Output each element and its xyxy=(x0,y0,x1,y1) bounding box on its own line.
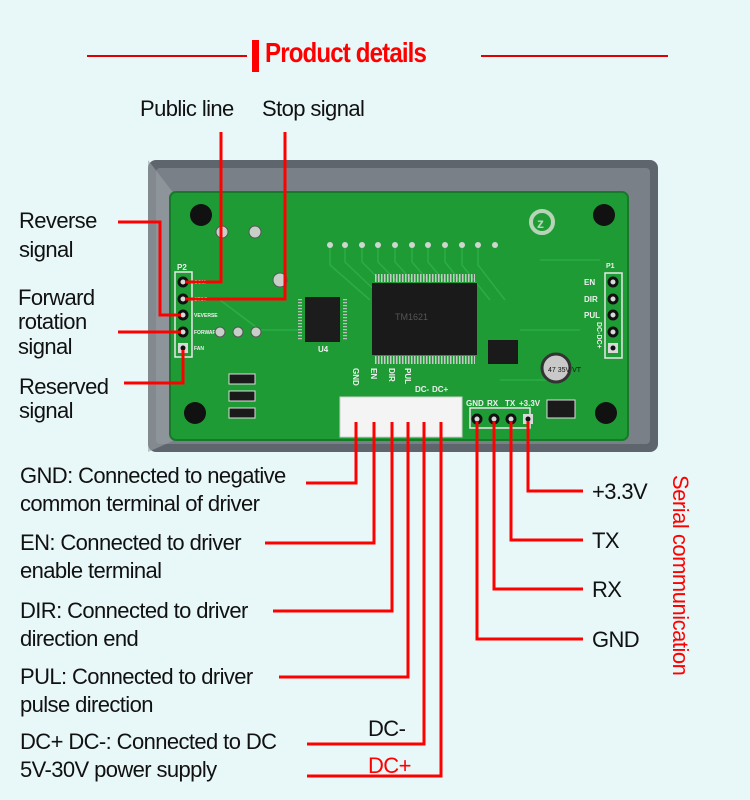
diode-d1 xyxy=(546,399,576,419)
label-gnd-2: common terminal of driver xyxy=(20,491,260,516)
mounting-hole xyxy=(190,204,212,226)
label-serial-3v3: +3.3V xyxy=(592,479,648,504)
label-forward-2: rotation xyxy=(18,309,87,334)
p1-pin-label: EN xyxy=(584,278,595,287)
label-serial-rx: RX xyxy=(592,577,622,602)
u4-label: U4 xyxy=(318,345,329,354)
label-stop-signal: Stop signal xyxy=(262,96,365,121)
label-forward-1: Forward xyxy=(18,285,95,310)
label-reverse-2: signal xyxy=(19,237,73,262)
diode-d4 xyxy=(228,390,256,402)
diode-d5 xyxy=(228,407,256,419)
leader-gnd xyxy=(306,422,358,485)
serial-header-pin-label: RX xyxy=(487,399,499,408)
leader-rx xyxy=(492,421,583,591)
leader-public-line xyxy=(185,132,223,284)
u4-chip xyxy=(305,297,340,342)
svg-text:z: z xyxy=(537,215,544,231)
connector-pin-label: DC+ xyxy=(432,385,449,394)
serial-header-pin-label: TX xyxy=(505,399,516,408)
p1-pin-label: DC-DC+ xyxy=(595,322,602,349)
label-dc-minus: DC- xyxy=(368,716,406,741)
label-gnd-1: GND: Connected to negative xyxy=(20,463,286,488)
serial-header-pin-label: GND xyxy=(466,399,484,408)
main-chip xyxy=(372,283,477,355)
label-reserved-2: signal xyxy=(19,398,73,423)
label-dir-1: DIR: Connected to driver xyxy=(20,598,248,623)
diode-d3 xyxy=(228,373,256,385)
p2-pin-label: FORWARD xyxy=(194,330,220,336)
mounting-hole xyxy=(184,402,206,424)
leader-dc-minus xyxy=(307,422,426,746)
leader-stop-signal xyxy=(185,132,287,301)
label-dc-plus: DC+ xyxy=(368,753,411,778)
label-public-line: Public line xyxy=(140,96,234,121)
label-dc-2: 5V-30V power supply xyxy=(20,757,217,782)
label-serial-tx: TX xyxy=(592,528,620,553)
label-forward-3: signal xyxy=(18,334,72,359)
leader-3v3 xyxy=(526,421,583,493)
leader-reserved xyxy=(124,350,185,385)
connector-pin-label: DIR xyxy=(387,368,396,382)
label-dc-1: DC+ DC-: Connected to DC xyxy=(20,729,277,754)
header-accent-bar xyxy=(252,40,259,72)
header-rule-left xyxy=(87,55,247,57)
leader-reverse xyxy=(118,220,181,317)
connector-pin-label: EN xyxy=(369,368,378,379)
connector-pin-label: PUL xyxy=(403,368,412,384)
serial-communication-title: Serial communication xyxy=(668,475,693,676)
brand-logo xyxy=(529,209,555,235)
p1-label: P1 xyxy=(606,263,615,270)
connector-pin-label: DC- xyxy=(415,385,430,394)
p1-pin-label: DIR xyxy=(584,295,598,304)
leader-dc-plus xyxy=(307,422,443,778)
leader-tx xyxy=(509,421,583,542)
label-reverse-1: Reverse xyxy=(19,208,97,233)
regulator-u5 xyxy=(488,340,518,364)
label-pul-2: pulse direction xyxy=(20,692,153,717)
power-connector xyxy=(339,396,463,438)
p2-label: P2 xyxy=(177,263,187,272)
leader-serial-gnd xyxy=(475,421,583,641)
label-pul-1: PUL: Connected to driver xyxy=(20,664,253,689)
main-chip-label: TM1621 xyxy=(395,312,428,322)
p1-pin-label: PUL xyxy=(584,311,600,320)
leader-pul xyxy=(279,422,410,679)
svg-text:47 35V VT: 47 35V VT xyxy=(548,367,582,374)
p2-pin-label: VEVERSE xyxy=(194,313,218,319)
leader-dir xyxy=(273,422,394,613)
header-rule-right xyxy=(481,55,668,57)
leader-lines xyxy=(118,132,583,778)
page-title: Product details xyxy=(265,37,427,68)
connector-pin-label: GND xyxy=(351,368,360,386)
electrolytic-capacitor xyxy=(540,352,572,384)
mounting-hole xyxy=(593,204,615,226)
label-en-2: enable terminal xyxy=(20,558,162,583)
label-serial-gnd: GND xyxy=(592,627,640,652)
label-reserved-1: Reserved xyxy=(19,374,109,399)
label-dir-2: direction end xyxy=(20,626,139,651)
p1-header xyxy=(604,272,623,359)
p2-pin-label: FAN xyxy=(194,346,204,352)
serial-header-pin-label: +3.3V xyxy=(519,399,541,408)
leader-en xyxy=(265,422,376,545)
label-en-1: EN: Connected to driver xyxy=(20,530,242,555)
mounting-hole xyxy=(595,402,617,424)
